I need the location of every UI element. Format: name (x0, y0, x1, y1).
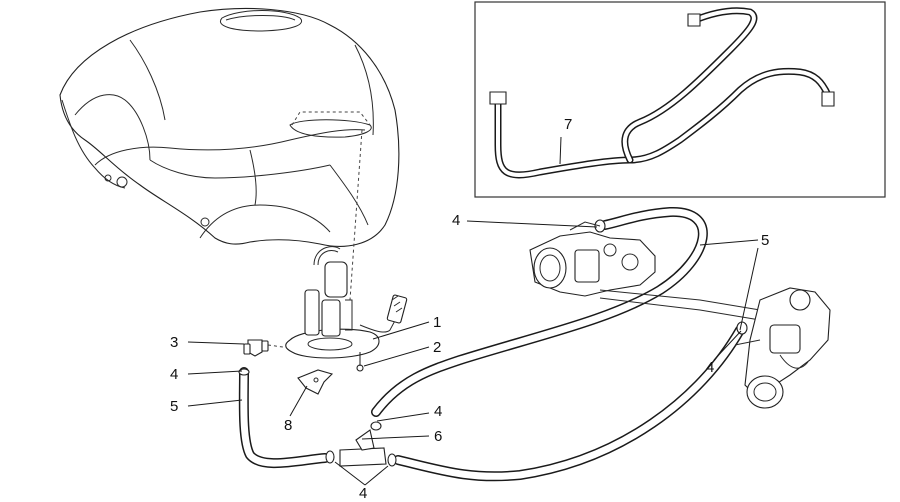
label-part-4-upper: 4 (434, 403, 443, 420)
label-part-5-hose: 5 (170, 398, 179, 415)
fuel-pump-assembly (285, 246, 408, 372)
label-part-4-clamp: 4 (170, 366, 179, 383)
leader-lines (187, 136, 759, 486)
fuel-hose-system (238, 206, 748, 482)
label-part-2: 2 (433, 339, 442, 356)
label-part-1: 1 (433, 314, 442, 331)
fuel-tank (59, 7, 400, 247)
elbow-fitting-3 (243, 339, 269, 357)
throttle-body-right (734, 287, 831, 409)
label-part-4-right: 4 (706, 359, 715, 376)
bracket-8 (297, 369, 334, 395)
label-part-4-throttle: 4 (452, 212, 461, 229)
label-part-5-throttle: 5 (761, 232, 770, 249)
label-part-7: 7 (564, 116, 573, 133)
throttle-body-left (529, 221, 761, 321)
assembly-line-tank-pump (349, 129, 363, 301)
label-part-4-bottom: 4 (359, 485, 368, 502)
label-part-8: 8 (284, 417, 293, 434)
label-part-6: 6 (434, 428, 443, 445)
inset-box (474, 1, 886, 198)
label-part-3: 3 (170, 334, 179, 351)
